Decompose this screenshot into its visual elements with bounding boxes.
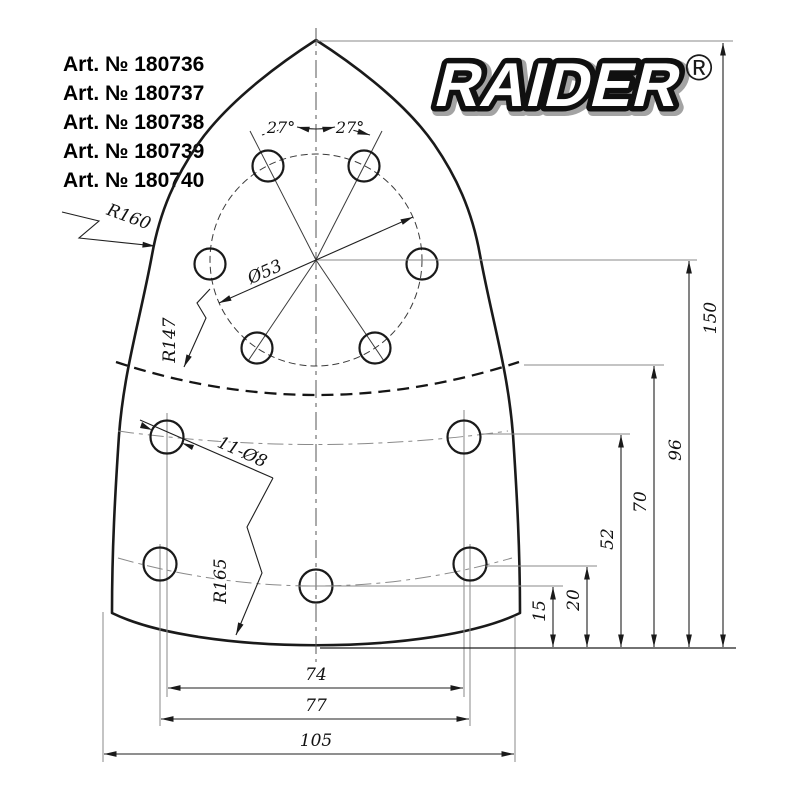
holes	[142, 149, 488, 604]
hole	[193, 247, 227, 281]
hole	[446, 419, 482, 455]
leader-holes-arrow	[140, 422, 152, 430]
article-number: Art. № 180739	[63, 140, 205, 163]
raider-logo: RAIDER RAIDER ®	[423, 45, 712, 129]
centerlines	[117, 28, 513, 726]
dim-label-20: 20	[564, 589, 584, 612]
horizontal-dimensions: 74 77 105	[104, 663, 514, 757]
angle-dimension: 27° 27°	[261, 116, 371, 139]
upper-row-centerline-arc	[117, 430, 509, 445]
leader-holes-arrow	[182, 443, 194, 450]
angle-arrow-left	[261, 128, 284, 136]
leader-holes	[139, 419, 274, 479]
dim-label-15: 15	[530, 600, 550, 622]
hole	[251, 149, 285, 183]
dim-label-52: 52	[598, 528, 618, 550]
leader-r147	[183, 288, 211, 368]
angle-label-right: 27°	[335, 118, 364, 137]
label-r147: R147	[160, 317, 180, 363]
hole	[240, 331, 274, 365]
hole-ray-bottom-right	[315, 259, 385, 362]
angle-arc-center	[296, 126, 336, 133]
hole-ray-top-left	[249, 130, 317, 261]
dim-label-d53: Ø53	[244, 256, 286, 289]
lower-row-centerline-arc	[117, 557, 513, 587]
article-numbers: Art. № 180736 Art. № 180737 Art. № 18073…	[63, 50, 204, 195]
hole	[347, 149, 381, 183]
raider-logo-shadow: RAIDER	[432, 54, 693, 123]
angle-arrow-right	[348, 128, 371, 136]
front-section-boundary-arc	[115, 360, 520, 397]
article-number: Art. № 180737	[63, 82, 205, 105]
registered-trademark-icon: ®	[685, 47, 712, 88]
hole	[358, 331, 392, 365]
dim-label-77: 77	[305, 696, 327, 716]
label-holes: 11-Ø8	[214, 433, 270, 473]
hole	[149, 419, 185, 455]
article-number: Art. № 180738	[63, 111, 205, 134]
article-number: Art. № 180740	[63, 169, 205, 192]
hole	[142, 546, 178, 582]
label-r165: R165	[211, 558, 231, 604]
dim-label-70: 70	[631, 491, 651, 513]
hole	[452, 546, 488, 582]
vertical-dimensions: 150 96 70 52 20 15	[528, 43, 726, 647]
dim-label-150: 150	[701, 302, 721, 335]
extension-lines	[102, 40, 736, 762]
hole-callout: 11-Ø8	[139, 419, 274, 479]
leader-r160	[61, 211, 156, 248]
label-r160: R160	[103, 200, 153, 235]
dim-label-74: 74	[305, 665, 327, 685]
angle-label-left: 27°	[266, 118, 295, 137]
hole-ray-top-right	[315, 130, 383, 261]
dim-line-d53	[218, 216, 414, 304]
dim-label-96: 96	[666, 439, 686, 461]
dim-label-105: 105	[300, 731, 332, 751]
raider-logo-text: RAIDER	[429, 51, 690, 120]
leader-r165	[235, 477, 274, 636]
article-number: Art. № 180736	[63, 53, 205, 76]
